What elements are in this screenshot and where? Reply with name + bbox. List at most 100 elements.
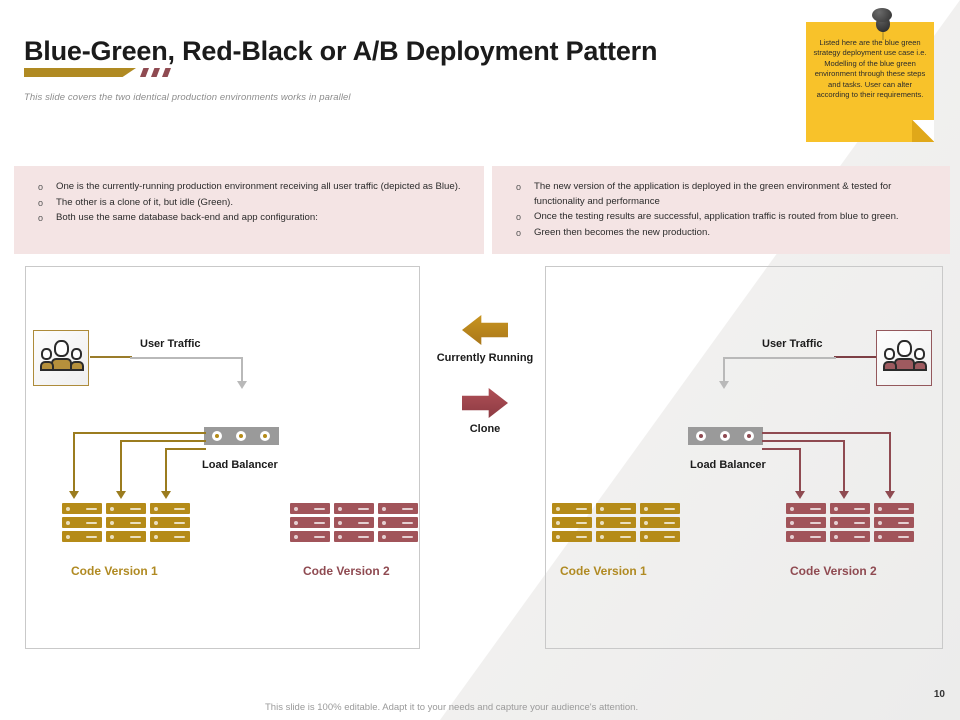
server-unit bbox=[378, 531, 418, 542]
arrow-down-icon bbox=[719, 381, 729, 389]
code-version-2-label-left: Code Version 2 bbox=[303, 564, 390, 578]
route-line-1-left bbox=[73, 432, 206, 434]
route-line-3-left bbox=[165, 448, 206, 450]
route-line-1-right bbox=[762, 432, 890, 434]
server-unit bbox=[290, 503, 330, 514]
sticky-note-text: Listed here are the blue green strategy … bbox=[813, 38, 927, 100]
pushpin-head bbox=[872, 8, 892, 22]
code-version-1-label-left: Code Version 1 bbox=[71, 564, 158, 578]
diagram-panel-right bbox=[545, 266, 943, 649]
route-drop-2-right bbox=[843, 440, 845, 494]
list-item: One is the currently-running production … bbox=[30, 180, 468, 195]
callout-left-list: One is the currently-running production … bbox=[30, 180, 468, 226]
list-item: Green then becomes the new production. bbox=[508, 226, 934, 241]
user-traffic-drop-right bbox=[723, 357, 725, 384]
load-balancer-label-left: Load Balancer bbox=[202, 459, 278, 471]
server-unit bbox=[786, 503, 826, 514]
server-unit bbox=[334, 503, 374, 514]
accent-slash-1 bbox=[140, 68, 149, 77]
accent-slash-3 bbox=[162, 68, 171, 77]
server-unit bbox=[150, 531, 190, 542]
server-unit bbox=[640, 517, 680, 528]
server-unit bbox=[62, 503, 102, 514]
arrow-down-icon bbox=[839, 491, 849, 499]
user-traffic-connector-right bbox=[834, 356, 876, 358]
users-group-icon bbox=[876, 330, 932, 386]
server-unit bbox=[596, 503, 636, 514]
callout-right-list: The new version of the application is de… bbox=[508, 180, 934, 240]
arrow-right-icon bbox=[462, 388, 508, 418]
page-title: Blue-Green, Red-Black or A/B Deployment … bbox=[24, 36, 658, 66]
server-unit bbox=[874, 531, 914, 542]
pushpin-needle bbox=[882, 30, 884, 40]
users-group-icon bbox=[33, 330, 89, 386]
route-drop-2-left bbox=[120, 440, 122, 494]
server-unit bbox=[150, 503, 190, 514]
server-unit bbox=[640, 531, 680, 542]
callout-left: One is the currently-running production … bbox=[14, 166, 484, 254]
currently-running-label: Currently Running bbox=[436, 352, 534, 364]
server-rack-version-2-left bbox=[290, 503, 418, 542]
server-unit bbox=[874, 503, 914, 514]
server-unit bbox=[596, 517, 636, 528]
server-unit bbox=[552, 517, 592, 528]
arrow-down-icon bbox=[116, 491, 126, 499]
route-line-3-right bbox=[762, 448, 800, 450]
pushpin-icon bbox=[868, 8, 894, 40]
arrow-down-icon bbox=[795, 491, 805, 499]
load-balancer-left bbox=[204, 427, 279, 445]
accent-slash-2 bbox=[151, 68, 160, 77]
title-accent-rule bbox=[24, 68, 174, 77]
list-item: Once the testing results are successful,… bbox=[508, 210, 934, 225]
server-unit bbox=[786, 517, 826, 528]
server-unit bbox=[830, 517, 870, 528]
server-unit bbox=[334, 531, 374, 542]
user-traffic-connector-left bbox=[90, 356, 132, 358]
arrow-down-icon bbox=[885, 491, 895, 499]
arrow-down-icon bbox=[237, 381, 247, 389]
server-unit bbox=[378, 503, 418, 514]
server-unit bbox=[62, 517, 102, 528]
lb-led-2 bbox=[720, 431, 730, 441]
server-unit bbox=[874, 517, 914, 528]
server-unit bbox=[62, 531, 102, 542]
lb-led-1 bbox=[212, 431, 222, 441]
sticky-note-fold bbox=[912, 120, 934, 142]
route-line-2-left bbox=[120, 440, 206, 442]
arrow-down-icon bbox=[69, 491, 79, 499]
lb-led-2 bbox=[236, 431, 246, 441]
load-balancer-label-right: Load Balancer bbox=[690, 459, 766, 471]
route-drop-3-left bbox=[165, 448, 167, 494]
server-unit bbox=[830, 531, 870, 542]
server-unit bbox=[640, 503, 680, 514]
server-unit bbox=[830, 503, 870, 514]
footer-note: This slide is 100% editable. Adapt it to… bbox=[265, 702, 639, 713]
lb-led-3 bbox=[744, 431, 754, 441]
sticky-note: Listed here are the blue green strategy … bbox=[806, 8, 934, 142]
people-glyph bbox=[883, 340, 927, 378]
list-item: The new version of the application is de… bbox=[508, 180, 934, 209]
server-unit bbox=[334, 517, 374, 528]
callout-right: The new version of the application is de… bbox=[492, 166, 950, 254]
page-number: 10 bbox=[933, 689, 945, 700]
route-drop-1-right bbox=[889, 432, 891, 494]
server-rack-version-2-right bbox=[786, 503, 914, 542]
route-drop-3-right bbox=[799, 448, 801, 494]
user-traffic-label-right: User Traffic bbox=[762, 338, 823, 350]
list-item: The other is a clone of it, but idle (Gr… bbox=[30, 196, 468, 211]
server-unit bbox=[552, 503, 592, 514]
server-rack-version-1-left bbox=[62, 503, 190, 542]
page-subtitle: This slide covers the two identical prod… bbox=[24, 92, 351, 103]
lb-led-1 bbox=[696, 431, 706, 441]
clone-label: Clone bbox=[469, 423, 501, 435]
accent-bar bbox=[24, 68, 136, 77]
load-balancer-right bbox=[688, 427, 763, 445]
code-version-1-label-right: Code Version 1 bbox=[560, 564, 647, 578]
arrow-left-icon bbox=[462, 315, 508, 345]
server-unit bbox=[552, 531, 592, 542]
user-traffic-line-right bbox=[723, 357, 836, 359]
lb-led-3 bbox=[260, 431, 270, 441]
server-unit bbox=[150, 517, 190, 528]
server-rack-version-1-right bbox=[552, 503, 680, 542]
